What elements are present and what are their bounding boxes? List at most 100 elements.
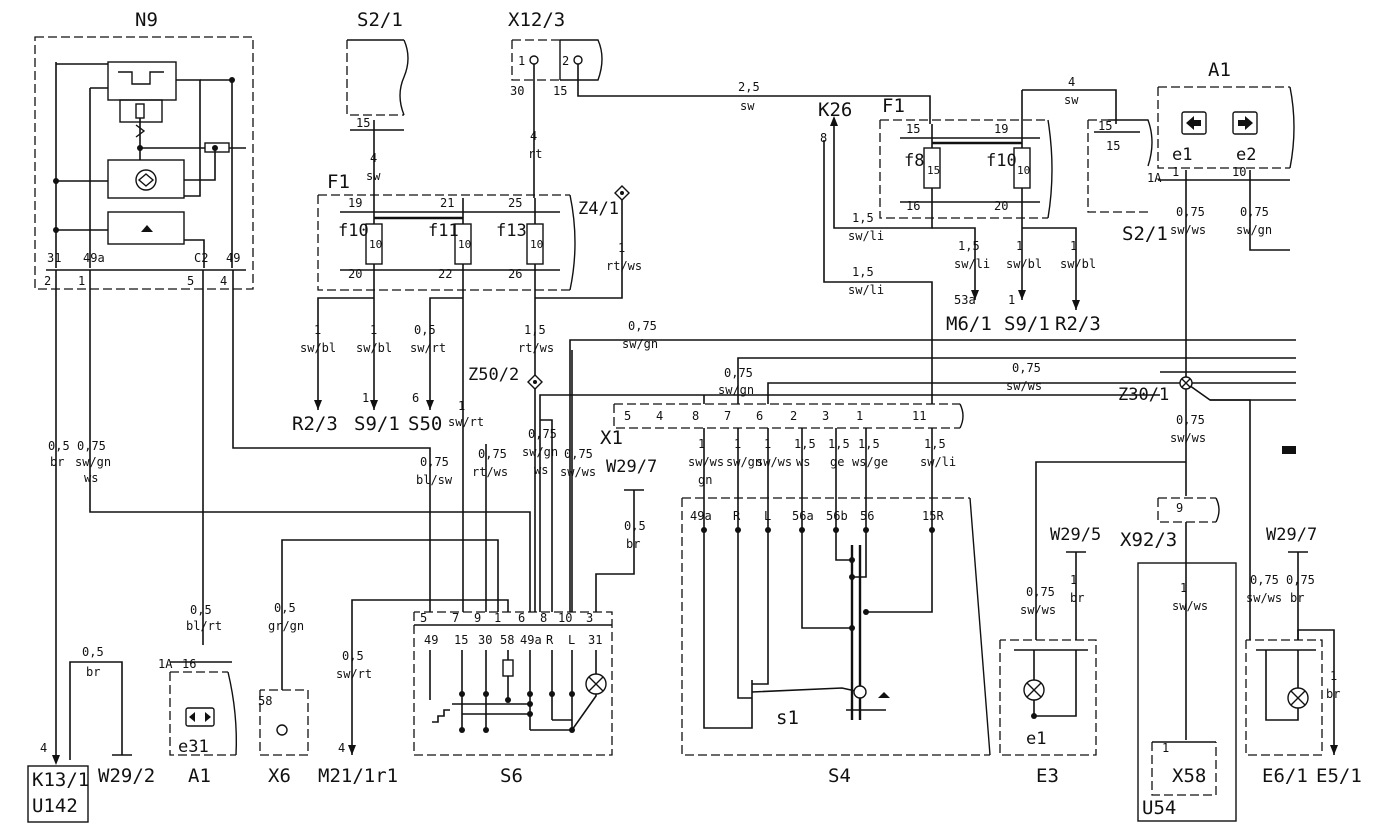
wire-m21-color: sw/rt bbox=[336, 667, 372, 681]
s6-conn-10: 10 bbox=[558, 611, 572, 625]
w29-5-label: W29/5 bbox=[1050, 525, 1101, 545]
s6-term-l: L bbox=[568, 633, 575, 647]
s6-conn-1: 1 bbox=[494, 611, 501, 625]
x1-pin-4: 4 bbox=[656, 409, 663, 423]
x12-3-term-30: 30 bbox=[510, 84, 524, 98]
x1-label: X1 bbox=[600, 427, 623, 449]
wire-f13-size: 1,5 bbox=[524, 323, 546, 337]
wire-x12-color: ws bbox=[796, 455, 810, 469]
wire-f8-color: sw/li bbox=[954, 257, 990, 271]
f10r-rating: 10 bbox=[1017, 164, 1030, 177]
a1-top-label: A1 bbox=[1208, 59, 1231, 81]
f10-pin-19: 19 bbox=[348, 196, 362, 210]
e6-1-lamp: W29/7 0,75 sw/ws 0,75 br 1 br E6/1 E5/1 bbox=[1245, 525, 1362, 787]
z4-1-junction: Z4/1 1 rt/ws bbox=[535, 185, 642, 299]
a1-instrument-bottom: 1A 16 e31 A1 bbox=[158, 657, 238, 787]
wire-x123-color: rt bbox=[528, 147, 542, 161]
s4-term-r: R bbox=[733, 509, 741, 523]
f8-rating: 15 bbox=[927, 164, 940, 177]
x1-pin-11: 11 bbox=[912, 409, 926, 423]
s2-1-right-pin: 15 bbox=[1098, 119, 1112, 133]
s50-pin: 6 bbox=[412, 391, 419, 405]
x1-pin-6: 6 bbox=[756, 409, 763, 423]
s9-1-b-label: S9/1 bbox=[1004, 313, 1050, 335]
wire-x18-stripe: gn bbox=[698, 473, 712, 487]
s6-term-15: 15 bbox=[454, 633, 468, 647]
s6-term-r: R bbox=[546, 633, 554, 647]
wire-x11-color: ws/ge bbox=[852, 455, 888, 469]
u142-label: U142 bbox=[32, 795, 78, 817]
f1-right-fusebox: F1 15 16 f8 15 19 20 f10 10 bbox=[879, 90, 1053, 219]
wire-x111-color: sw/li bbox=[920, 455, 956, 469]
s2-1-top-label: S2/1 bbox=[357, 9, 403, 31]
e31-label: e31 bbox=[178, 737, 209, 757]
x12-3-connector: X12/3 1 2 30 15 4 rt 2,5 sw bbox=[508, 9, 931, 198]
x12-3-pin-2: 2 bbox=[562, 54, 569, 68]
a1-e1-label: e1 bbox=[1172, 145, 1192, 165]
s6-conn-7: 7 bbox=[452, 611, 459, 625]
wire-k13-size: 0,5 bbox=[82, 645, 104, 659]
wire-f10ra-size: 1 bbox=[1016, 239, 1023, 253]
k26-pin: 8 bbox=[820, 131, 827, 145]
wire-k26a-size: 1,5 bbox=[852, 211, 874, 225]
f11-label: f11 bbox=[428, 221, 459, 241]
e3-label: E3 bbox=[1036, 765, 1059, 787]
s6-conn-9: 9 bbox=[474, 611, 481, 625]
x1-pin-5: 5 bbox=[624, 409, 631, 423]
n9-conn-5: 5 bbox=[187, 274, 194, 288]
s6-conn-5: 5 bbox=[420, 611, 427, 625]
f10r-label: f10 bbox=[986, 151, 1017, 171]
wire-a1in-size: 4 bbox=[1068, 75, 1075, 89]
wire-x6-color: gr/gn bbox=[268, 619, 304, 633]
wire-s630-color: rt/ws bbox=[472, 465, 508, 479]
s6-term-49: 49 bbox=[424, 633, 438, 647]
f13-rating: 10 bbox=[530, 238, 543, 251]
k13-1-module: K13/1 U142 4 0,5 br W29/2 bbox=[27, 645, 155, 823]
wire-x16-size: 1 bbox=[764, 437, 771, 451]
wire-bus2-size: 0,75 bbox=[724, 366, 753, 380]
wire-x13-size: 1,5 bbox=[828, 437, 850, 451]
wire-a1e2-color: sw/gn bbox=[1236, 223, 1272, 237]
k13-pin: 4 bbox=[40, 741, 47, 755]
m21-pin: 4 bbox=[338, 741, 345, 755]
z50-2-label: Z50/2 bbox=[468, 365, 519, 385]
wire-s649-color: bl/sw bbox=[416, 473, 453, 487]
wire-s631-size: 0,5 bbox=[624, 519, 646, 533]
f10r-pin-19: 19 bbox=[994, 122, 1008, 136]
wire-a1e1-size: 0,75 bbox=[1176, 205, 1205, 219]
x1-pin-3: 3 bbox=[822, 409, 829, 423]
s6-switch: 5 7 9 1 6 8 10 3 49 15 30 58 49a R L 31 … bbox=[413, 611, 613, 787]
s9-1-a-label: S9/1 bbox=[354, 413, 400, 435]
s6-term-58: 58 bbox=[500, 633, 514, 647]
x58-label: X58 bbox=[1172, 765, 1206, 787]
s6-label: S6 bbox=[500, 765, 523, 787]
x12-3-term-15: 15 bbox=[553, 84, 567, 98]
f1-left-fusebox: F1 19 20 f10 10 21 22 f11 10 25 26 f13 1… bbox=[317, 171, 576, 298]
n9-label: N9 bbox=[135, 9, 158, 31]
wire-f10rb-size: 1 bbox=[1070, 239, 1077, 253]
a1-bottom-label: A1 bbox=[188, 765, 211, 787]
w29-2-label: W29/2 bbox=[98, 765, 155, 787]
wire-n9-49a-stripe: ws bbox=[84, 471, 98, 485]
k26-relay-ref: K26 8 1,5 sw/li 1,5 sw/li bbox=[818, 99, 933, 404]
z4-1-label: Z4/1 bbox=[578, 199, 619, 219]
e3-lamp: W29/5 0,75 sw/ws 1 br e1 E3 bbox=[999, 525, 1101, 787]
f10r-pin-20: 20 bbox=[994, 199, 1008, 213]
a1b-pin: 16 bbox=[182, 657, 196, 671]
f1-right-label: F1 bbox=[882, 95, 905, 117]
a1-pin-1: 1 bbox=[1172, 165, 1179, 179]
wire-f11b-size: 1 bbox=[458, 399, 465, 413]
m21-1r1-label: M21/1r1 bbox=[318, 765, 398, 787]
s6-conn-6: 6 bbox=[518, 611, 525, 625]
f10-label: f10 bbox=[338, 221, 369, 241]
wire-e6b-color: br bbox=[1290, 591, 1304, 605]
f13-label: f13 bbox=[496, 221, 527, 241]
w29-7-right-label: W29/7 bbox=[1266, 525, 1317, 545]
m21-1r1-ref: 0,5 sw/rt 4 M21/1r1 bbox=[318, 649, 398, 787]
wire-x111-size: 1,5 bbox=[924, 437, 946, 451]
wire-s649a-color: sw/gn bbox=[522, 445, 558, 459]
wire-f10b-size: 1 bbox=[370, 323, 377, 337]
f8-pin-15: 15 bbox=[906, 122, 920, 136]
k26-label: K26 bbox=[818, 99, 852, 121]
a1-instrument-top: A1 e1 e2 1A 1 10 0,75 sw/ws 0,75 sw/gn bbox=[1147, 59, 1295, 380]
